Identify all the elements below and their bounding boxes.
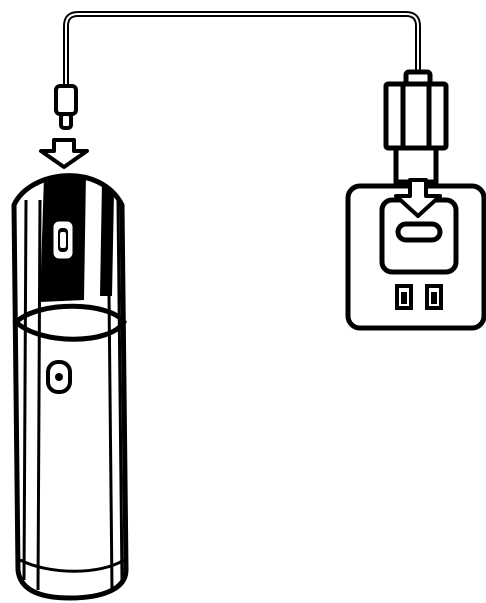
usb-a-plug-icon: [383, 69, 449, 185]
cable-icon: [63, 11, 421, 91]
down-arrow-icon: [394, 178, 442, 218]
vape-device-icon: [11, 173, 129, 601]
usb-c-port-icon: [50, 218, 76, 262]
button-icon: [46, 360, 72, 394]
down-arrow-icon: [39, 138, 89, 169]
usb-c-plug-icon: [54, 84, 78, 130]
